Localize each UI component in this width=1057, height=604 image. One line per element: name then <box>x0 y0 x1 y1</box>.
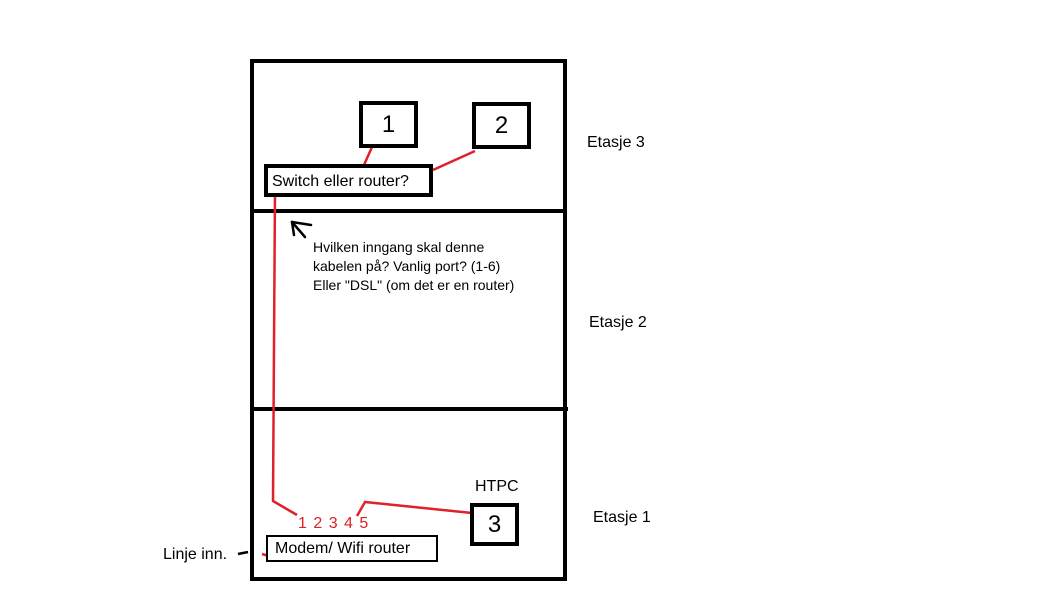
line-in-label: Linje inn. <box>163 546 228 563</box>
cable-port5-to-htpc <box>355 500 473 517</box>
device-box-3: 3 <box>470 503 519 546</box>
htpc-label: HTPC <box>475 478 519 495</box>
cable-switch-to-box2 <box>432 149 476 172</box>
device-box-2: 2 <box>472 102 531 149</box>
switch-box: Switch eller router? <box>264 164 433 197</box>
port-numbers: 1 2 3 4 5 <box>298 515 370 532</box>
floor-label-1: Etasje 1 <box>593 509 651 526</box>
floor-label-2: Etasje 2 <box>589 314 647 331</box>
device-box-1: 1 <box>359 101 418 148</box>
arrow-icon <box>290 220 313 239</box>
cable-modem-to-switch <box>271 189 298 517</box>
line-in-dash <box>237 550 249 556</box>
floor-label-3: Etasje 3 <box>587 134 645 151</box>
cable-question-note: Hvilken inngang skal denne kabelen på? V… <box>313 239 515 293</box>
building-outline <box>250 59 567 581</box>
cable-switch-to-box1 <box>362 146 374 166</box>
modem-box: Modem/ Wifi router <box>266 535 438 562</box>
